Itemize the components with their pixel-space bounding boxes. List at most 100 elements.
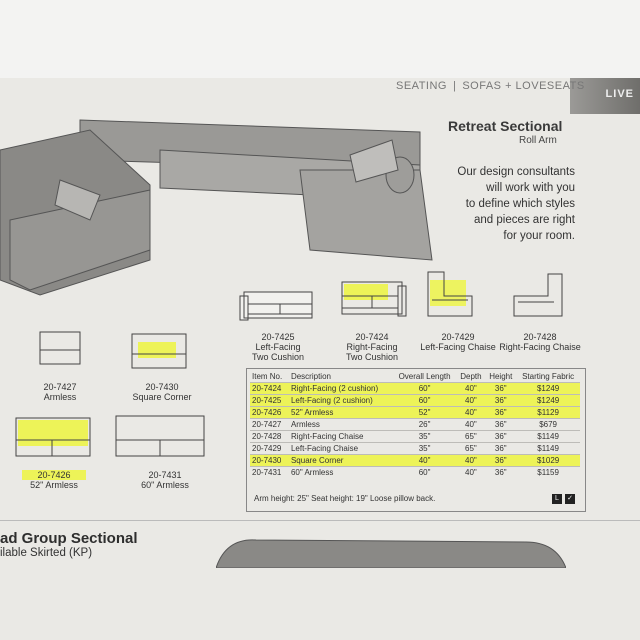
header-item: Item No. <box>252 372 283 381</box>
caption-name: 52" Armless <box>30 480 78 490</box>
cell-item: 20-7430 <box>250 454 289 467</box>
cell-depth: 65" <box>456 430 486 443</box>
caption-code: 20-7430 <box>145 382 179 392</box>
piece-right-facing-chaise <box>513 273 563 317</box>
cell-length: 60" <box>392 382 457 395</box>
cell-length: 35" <box>392 430 457 443</box>
cell-item: 20-7425 <box>250 394 289 407</box>
caption-code: 20-7424 <box>355 332 389 342</box>
cell-description: Left-Facing Chaise <box>288 442 393 455</box>
blurb-line: Our design consultants <box>457 166 575 178</box>
blurb-line: and pieces are right <box>473 214 575 226</box>
cell-height: 36" <box>485 466 517 478</box>
caption-name2: Two Cushion <box>251 352 305 362</box>
sectional-sofa-illustration <box>0 119 433 296</box>
nav-seating: SEATING <box>396 80 447 92</box>
product-subtitle: Roll Arm <box>519 135 557 146</box>
cell-description: 52" Armless <box>288 406 393 419</box>
caption-name: 60" Armless <box>141 480 189 490</box>
nav-sofas-loveseats: SOFAS + LOVESEATS <box>462 80 585 92</box>
caption-code: 20-7428 <box>523 332 557 342</box>
cell-length: 40" <box>392 454 457 467</box>
cell-item: 20-7428 <box>250 430 289 443</box>
cell-item: 20-7426 <box>250 406 289 419</box>
cell-description: Right-Facing Chaise <box>288 430 393 443</box>
piece-armless <box>39 331 81 365</box>
next-product-subtitle: ilable Skirted (KP) <box>0 547 93 559</box>
next-sofa-illustration <box>216 539 566 568</box>
cell-depth: 40" <box>456 466 486 478</box>
cell-height: 36" <box>485 382 517 395</box>
cell-item: 20-7431 <box>250 466 289 478</box>
cell-length: 26" <box>392 418 457 431</box>
cell-price: $1029 <box>516 454 580 467</box>
cell-description: Left-Facing (2 cushion) <box>288 394 393 407</box>
caption-code: 20-7429 <box>441 332 475 342</box>
blurb-line: for your room. <box>503 230 575 242</box>
next-product-title: ad Group Sectional <box>0 530 138 547</box>
piece-left-facing-chaise <box>427 271 473 317</box>
header-price: Starting Fabric <box>522 372 575 381</box>
table-header-row: Item No. Description Overall Length Dept… <box>250 372 580 383</box>
cell-description: 60" Armless <box>288 466 393 478</box>
caption-20-7425: 20-7425 Left-Facing Two Cushion <box>246 332 310 362</box>
cell-height: 36" <box>485 394 517 407</box>
cell-price: $1149 <box>516 442 580 455</box>
adjacent-page-edge: LIVE <box>570 78 640 114</box>
design-consultants-blurb: Our design consultants will work with yo… <box>440 164 575 244</box>
cell-height: 36" <box>485 442 517 455</box>
caption-name: Right-Facing Chaise <box>499 342 581 352</box>
arm-seat-note: Arm height: 25" Seat height: 19" Loose p… <box>254 494 436 503</box>
caption-20-7428: 20-7428 Right-Facing Chaise <box>498 332 582 352</box>
cell-price: $1149 <box>516 430 580 443</box>
section-nav: SEATING|SOFAS + LOVESEATS <box>396 80 585 92</box>
cell-length: 35" <box>392 442 457 455</box>
caption-20-7429: 20-7429 Left-Facing Chaise <box>420 332 496 352</box>
cell-length: 60" <box>392 394 457 407</box>
cell-price: $1129 <box>516 406 580 419</box>
section-divider <box>0 520 640 521</box>
caption-name: Left-Facing <box>255 342 301 352</box>
header-depth: Depth <box>460 372 482 381</box>
caption-name: Right-Facing <box>346 342 398 352</box>
edge-text: LIVE <box>605 88 634 100</box>
header-height: Height <box>489 372 513 381</box>
cell-item: 20-7427 <box>250 418 289 431</box>
cell-description: Right-Facing (2 cushion) <box>288 382 393 395</box>
cell-price: $679 <box>516 418 580 431</box>
cell-price: $1249 <box>516 382 580 395</box>
header-length: Overall Length <box>398 372 451 381</box>
cell-depth: 40" <box>456 394 486 407</box>
spec-table: Item No. Description Overall Length Dept… <box>250 372 580 478</box>
top-margin <box>0 0 640 78</box>
cell-price: $1249 <box>516 394 580 407</box>
blurb-line: to define which styles <box>465 198 575 210</box>
piece-52-armless <box>15 417 91 457</box>
cell-depth: 40" <box>456 406 486 419</box>
caption-code: 20-7427 <box>43 382 77 392</box>
cell-description: Armless <box>288 418 393 431</box>
caption-code: 20-7431 <box>148 470 182 480</box>
blurb-line: will work with you <box>486 182 575 194</box>
cell-price: $1159 <box>516 466 580 478</box>
cell-depth: 40" <box>456 454 486 467</box>
caption-name: Square Corner <box>132 392 192 402</box>
header-description: Description <box>290 372 331 381</box>
caption-20-7426: 20-7426 52" Armless <box>22 470 86 490</box>
piece-right-facing-two-cushion <box>341 281 407 317</box>
caption-20-7430: 20-7430 Square Corner <box>124 382 200 402</box>
cell-height: 36" <box>485 406 517 419</box>
caption-name: Armless <box>43 392 77 402</box>
caption-name: Left-Facing Chaise <box>420 342 496 352</box>
caption-code: 20-7426 <box>22 470 86 480</box>
piece-square-corner <box>131 333 187 369</box>
product-title: Retreat Sectional <box>448 118 563 134</box>
cell-item: 20-7424 <box>250 382 289 395</box>
